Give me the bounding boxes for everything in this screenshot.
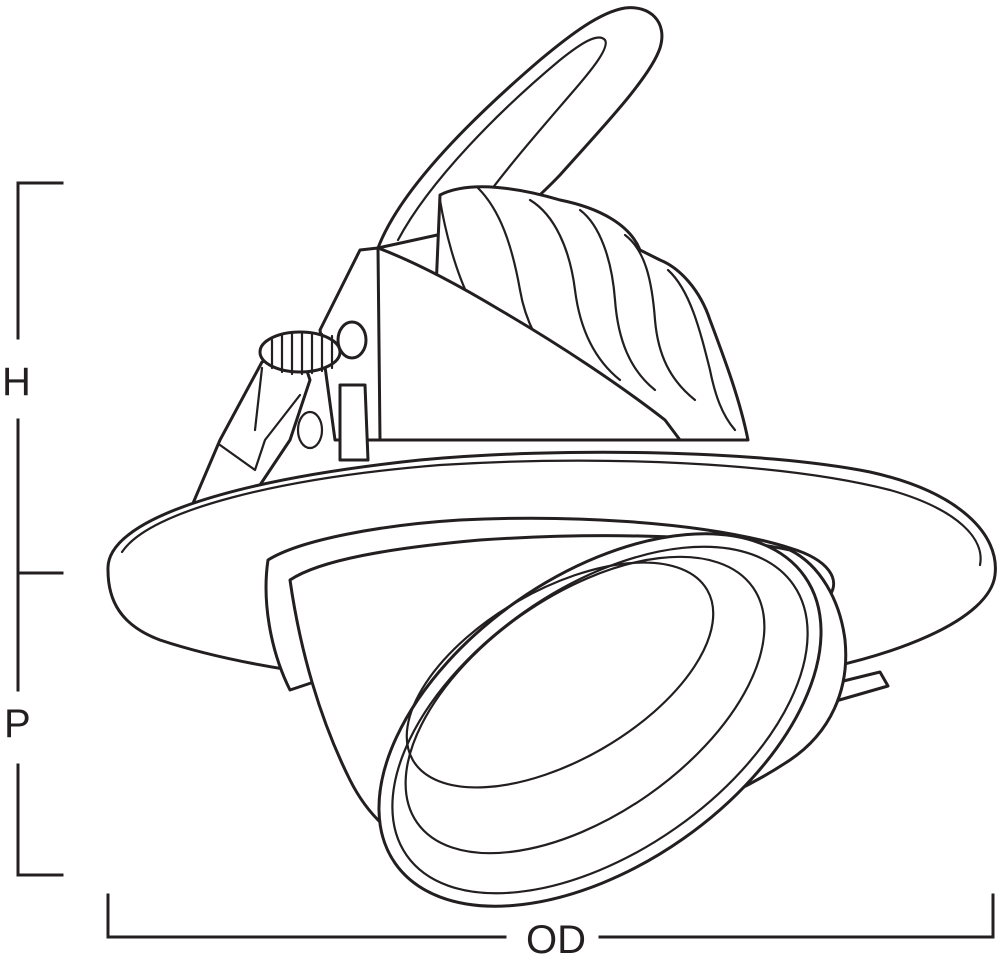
projection-dimension-bracket (16, 571, 64, 877)
lens-bezel (377, 532, 823, 908)
height-label: H (0, 360, 33, 404)
gimbal-strap (376, 6, 664, 250)
projection-label: P (2, 702, 33, 746)
outer-diameter-dimension-bracket (106, 893, 995, 939)
height-dimension-bracket (16, 181, 64, 575)
spring-clip (186, 320, 370, 517)
outer-diameter-label: OD (516, 920, 596, 960)
